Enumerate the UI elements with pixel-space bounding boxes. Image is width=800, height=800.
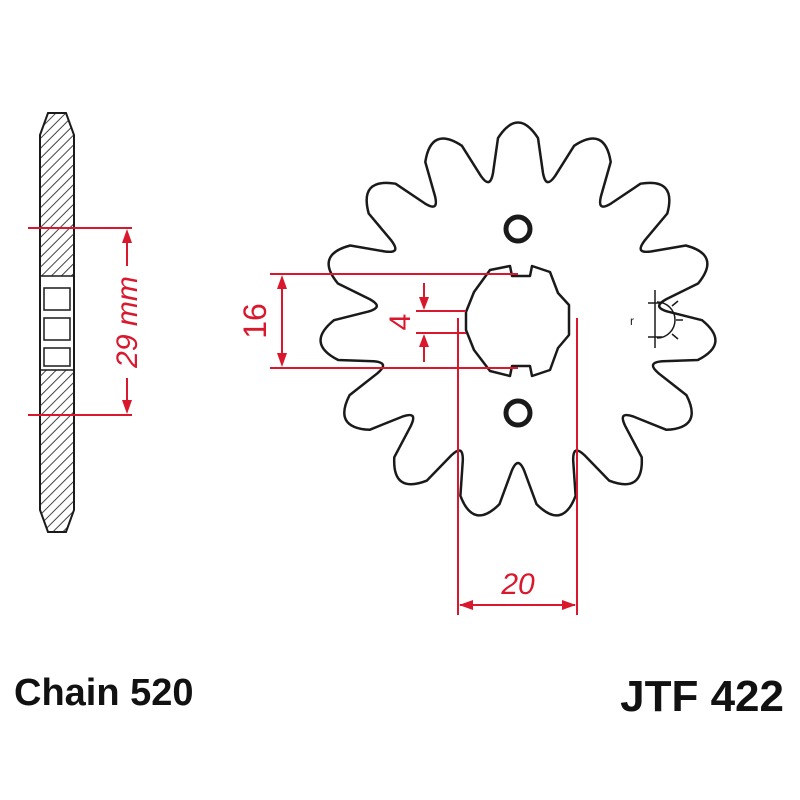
outer-spline-label: 16 <box>237 303 273 339</box>
rotation-symbol-icon: r <box>630 290 683 348</box>
dimension-keyway <box>416 283 466 362</box>
side-profile <box>39 112 75 533</box>
mounting-hole-top <box>503 214 533 244</box>
bore-label: 20 <box>500 568 535 601</box>
splined-bore <box>464 264 571 378</box>
mounting-hole-bottom <box>503 398 533 428</box>
dimension-hub-width <box>28 227 132 416</box>
sprocket-outline <box>319 121 717 517</box>
dimension-bore <box>457 318 578 615</box>
hub-width-label: 29 mm <box>111 276 144 369</box>
svg-text:r: r <box>630 314 634 328</box>
part-number-label: JTF 422 <box>620 672 784 721</box>
keyway-label: 4 <box>384 314 417 331</box>
dimension-outer-spline <box>270 273 518 369</box>
chain-size-label: Chain 520 <box>14 672 194 714</box>
